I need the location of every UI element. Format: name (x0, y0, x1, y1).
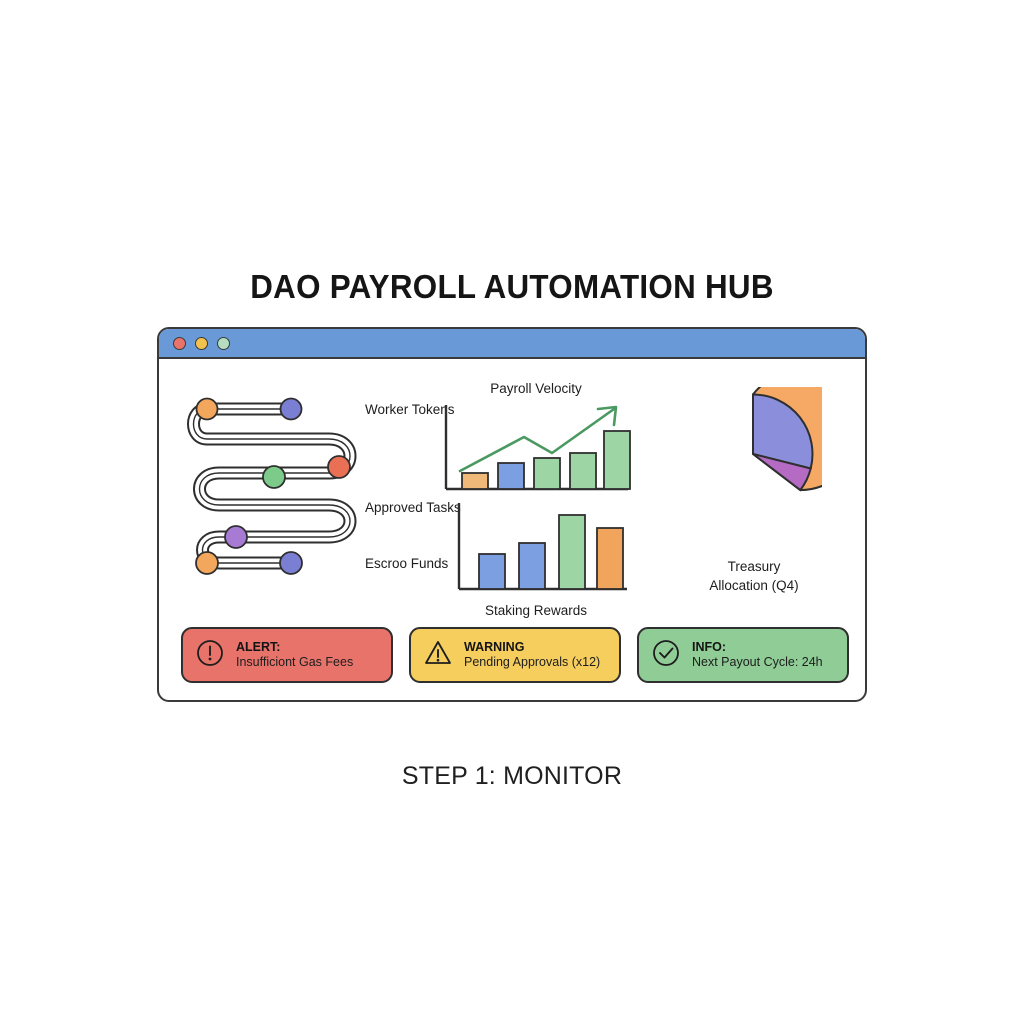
maximize-button[interactable] (217, 336, 230, 350)
node-blue-top-right (279, 397, 303, 421)
bar-1 (461, 472, 489, 490)
alert-message: Insufficiont Gas Fees (236, 655, 354, 669)
minimize-button[interactable] (195, 336, 208, 350)
bar-4 (596, 527, 624, 590)
close-button[interactable] (173, 336, 186, 350)
node-orange-top-left (195, 397, 219, 421)
alert-message: Pending Approvals (x12) (464, 655, 601, 669)
node-red-right (327, 455, 351, 479)
flow-nodes (195, 397, 351, 575)
alert-banner-warning[interactable]: WARNING Pending Approvals (x12) (409, 627, 621, 683)
page-title: DAO PAYROLL AUTOMATION HUB (250, 268, 774, 305)
alert-message: Next Payout Cycle: 24h (692, 655, 823, 669)
alert-heading: INFO: (692, 639, 727, 654)
bar-1 (478, 553, 506, 590)
pie-slice-magenta (752, 453, 812, 492)
node-green-middle (262, 465, 286, 489)
node-purple-lower (224, 525, 248, 549)
pipeline-flow-diagram: Worker Tokens Approved Tasks Escroo Fund… (179, 387, 461, 597)
window-title-bar (159, 329, 865, 359)
staking-rewards-title: Staking Rewards (484, 603, 588, 618)
alert-row: ALERT: Insufficiont Gas Fees WARNING Pen… (181, 627, 849, 683)
staking-rewards-chart (457, 503, 627, 591)
flow-label-escrow-funds: Escroo Funds (365, 556, 449, 571)
pie-slice-blue (752, 393, 814, 470)
alert-banner-alert[interactable]: ALERT: Insufficiont Gas Fees (181, 627, 393, 683)
bar-2 (497, 462, 525, 490)
alert-heading: WARNING (464, 639, 525, 654)
flow-label-worker-tokens: Worker Tokens (365, 402, 455, 417)
bar-5 (603, 430, 631, 490)
treasury-allocation-caption: Treasury Allocation (Q4) (659, 557, 849, 595)
alert-heading: ALERT: (236, 639, 281, 654)
window-body: Worker Tokens Approved Tasks Escroo Fund… (159, 359, 865, 700)
alert-banner-info[interactable]: INFO: Next Payout Cycle: 24h (637, 627, 849, 683)
step-caption: STEP 1: MONITOR (401, 762, 623, 790)
warning-triangle-icon (423, 638, 453, 673)
bar-3 (558, 514, 586, 590)
flow-label-approved-tasks: Approved Tasks (365, 500, 461, 515)
trend-arrow-icon (458, 405, 618, 473)
payroll-velocity-title: Payroll Velocity (490, 381, 582, 396)
treasury-pie-panel: Treasury Allocation (Q4) (659, 387, 849, 617)
bar-4 (569, 452, 597, 490)
treasury-allocation-pie-chart (752, 387, 822, 492)
flow-diagram-svg (187, 397, 357, 575)
bar-2 (518, 542, 546, 590)
check-circle-icon (651, 638, 681, 673)
charts-panel: Payroll Velocity (431, 381, 641, 621)
caption-line-2: Allocation (Q4) (709, 578, 799, 593)
caption-line-1: Treasury (727, 559, 781, 574)
exclamation-circle-icon (195, 638, 225, 673)
bar-3 (533, 457, 561, 490)
browser-window: Worker Tokens Approved Tasks Escroo Fund… (157, 327, 867, 702)
node-orange-bottom-left (195, 551, 219, 575)
node-blue-bottom-right (279, 551, 303, 575)
payroll-velocity-chart (444, 405, 631, 491)
